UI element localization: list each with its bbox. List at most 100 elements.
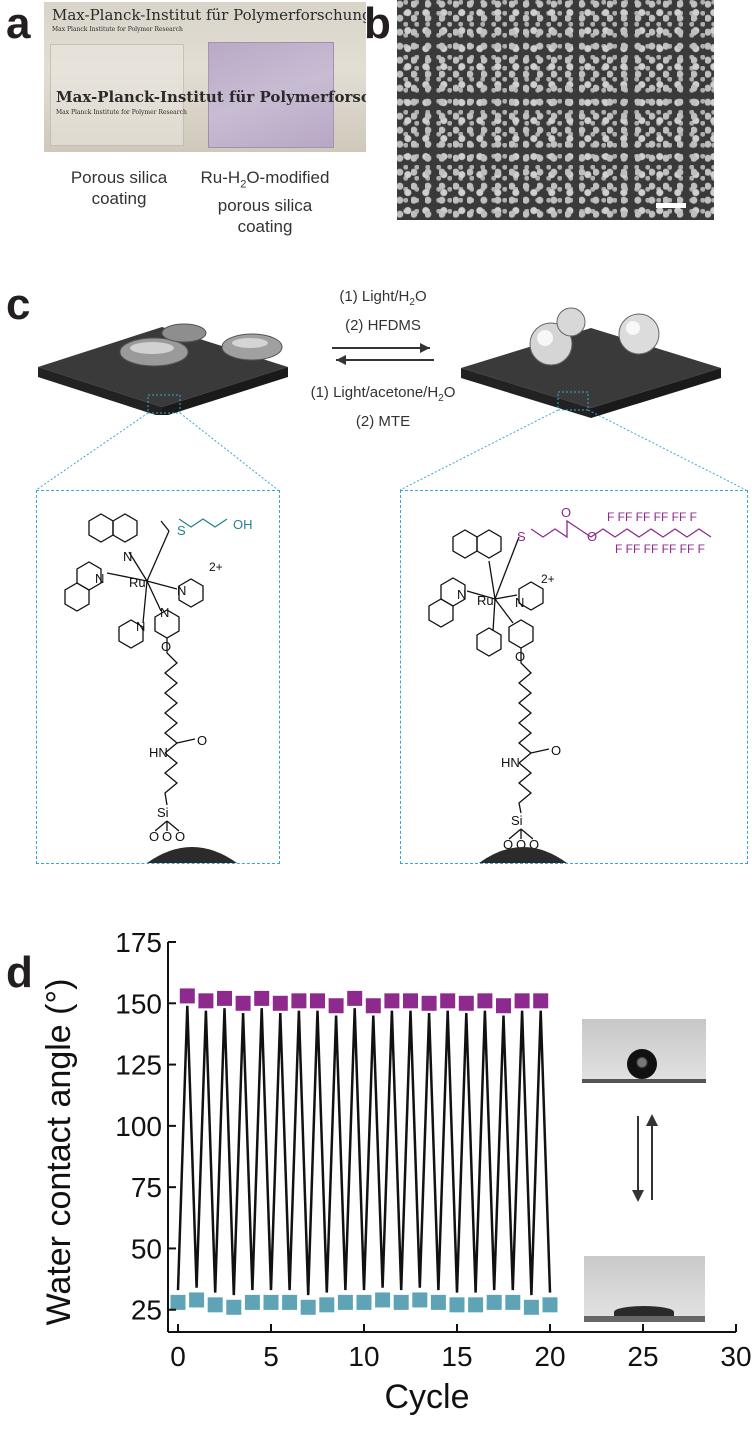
marker-low-angle [393,1294,409,1310]
marker-low-angle [449,1297,465,1313]
marker-low-angle [226,1299,242,1315]
panel-label-d: d [6,948,33,997]
marker-low-angle [282,1294,298,1310]
marker-high-angle [254,990,270,1006]
inset-photo-hydrophobic [582,1019,706,1083]
inset-photo-hydrophilic [584,1256,705,1322]
svg-text:O: O [529,837,539,852]
panel-label-a: a [6,0,31,48]
photo-subheader-mid: Max Planck Institute for Polymer Researc… [56,109,187,116]
sulfur-label-right: S [517,529,526,544]
marker-high-angle [310,993,325,1009]
svg-text:N: N [136,619,145,634]
y-tick-label: 25 [131,1295,162,1326]
marker-high-angle [347,990,363,1006]
svg-text:N: N [160,605,169,620]
marker-high-angle [384,993,400,1009]
svg-text:N: N [177,583,186,598]
equilibrium-arrows [330,340,436,368]
carbonyl-oxygen-right: O [551,743,561,758]
molecule-box-right: S O O F FF FF FF FF F F FF FF FF FF F Ru… [400,490,748,864]
scale-bar [656,203,686,208]
droplet-sphere [627,1049,657,1079]
marker-low-angle [523,1299,539,1315]
x-tick-label: 15 [441,1341,472,1372]
ester-oxygen: O [587,529,597,544]
marker-high-angle [533,993,549,1009]
svg-text:N: N [515,595,524,610]
marker-low-angle [468,1297,484,1313]
marker-low-angle [375,1292,391,1308]
photo-header: Max-Planck-Institut für Polymerforschung [52,6,366,24]
x-tick-label: 25 [627,1341,658,1372]
nitrogen-label: N [123,549,132,564]
ru-modified-glass-slide [208,42,334,148]
zoom-guides [35,409,747,491]
svg-text:N: N [457,587,466,602]
droplet-flat [614,1306,674,1318]
svg-text:N: N [95,571,104,586]
marker-high-angle [440,993,456,1009]
svg-text:O: O [175,829,185,844]
molecule-box-left: S OH Ru 2+ N N N N N O O HN Si O O O [36,490,280,864]
marker-low-angle [207,1297,223,1313]
svg-text:O: O [503,837,513,852]
silicon-label-right: Si [511,813,523,828]
marker-low-angle [486,1294,502,1310]
y-tick-label: 150 [115,988,162,1019]
ether-oxygen-left: O [161,639,171,654]
marker-low-angle [505,1294,521,1310]
photo-header-mid: Max-Planck-Institut für Polymerforschung [56,88,366,106]
charge-label-right: 2+ [541,572,555,586]
svg-text:O: O [162,829,172,844]
marker-high-angle [291,993,307,1009]
carbonyl-oxygen-left: O [197,733,207,748]
marker-low-angle [263,1294,279,1310]
y-tick-label: 175 [115,927,162,958]
ether-oxygen-right: O [515,649,525,664]
plain-glass-slide [50,44,184,146]
marker-high-angle [421,995,437,1011]
y-tick-label: 100 [115,1111,162,1142]
silicon-label-left: Si [157,805,169,820]
photo-subheader: Max Planck Institute for Polymer Researc… [52,26,183,33]
marker-high-angle [403,993,418,1009]
amide-nh-left: HN [149,745,168,760]
sem-micrograph [397,0,714,220]
hydroxyl-label: OH [233,517,253,532]
marker-low-angle [412,1292,428,1308]
amide-nh-right: HN [501,755,520,770]
porous-surface-right [455,300,727,418]
marker-low-angle [319,1297,335,1313]
charge-label-left: 2+ [209,560,223,574]
switch-arrows [626,1112,666,1204]
marker-low-angle [337,1294,353,1310]
y-axis-title: Water contact angle (°) [40,979,78,1326]
caption-ru-modified: Ru-H2O-modified porous silica coating [200,168,330,237]
reverse-conditions: (1) Light/acetone/H2O (2) MTE [310,384,456,430]
caption-porous-silica: Porous silica coating [70,168,168,208]
marker-high-angle [365,998,381,1014]
carbonyl-oxygen-ester: O [561,505,571,520]
marker-high-angle [514,993,530,1009]
marker-low-angle [244,1294,260,1310]
sulfur-label-left: S [177,523,186,538]
marker-high-angle [217,990,232,1006]
x-tick-label: 30 [720,1341,751,1372]
y-tick-label: 125 [115,1050,162,1081]
x-axis-title: Cycle [384,1378,469,1416]
fluorine-row-bottom: F FF FF FF FF F [615,542,705,556]
svg-text:O: O [149,829,159,844]
marker-high-angle [198,993,214,1009]
marker-low-angle [542,1297,558,1313]
x-tick-label: 10 [348,1341,379,1372]
marker-low-angle [300,1299,316,1315]
marker-high-angle [272,995,288,1011]
marker-high-angle [458,995,474,1011]
fluorine-row-top: F FF FF FF FF F [607,510,697,524]
marker-low-angle [189,1292,205,1308]
silica-coating-photo: Max-Planck-Institut für Polymerforschung… [44,2,366,152]
ruthenium-label-left: Ru [129,575,146,590]
y-tick-label: 75 [131,1172,162,1203]
marker-low-angle [170,1294,186,1310]
